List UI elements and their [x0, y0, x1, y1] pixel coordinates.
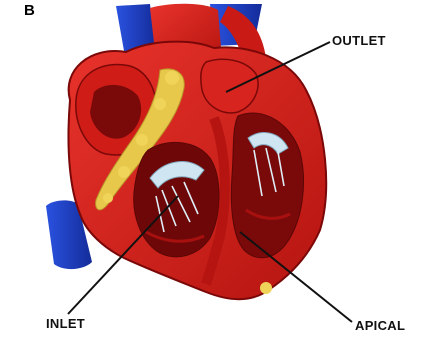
- apical-label: APICAL: [355, 318, 405, 333]
- inlet-label: INLET: [46, 316, 85, 331]
- panel-letter: B: [24, 2, 35, 19]
- outlet-label: OUTLET: [332, 33, 386, 48]
